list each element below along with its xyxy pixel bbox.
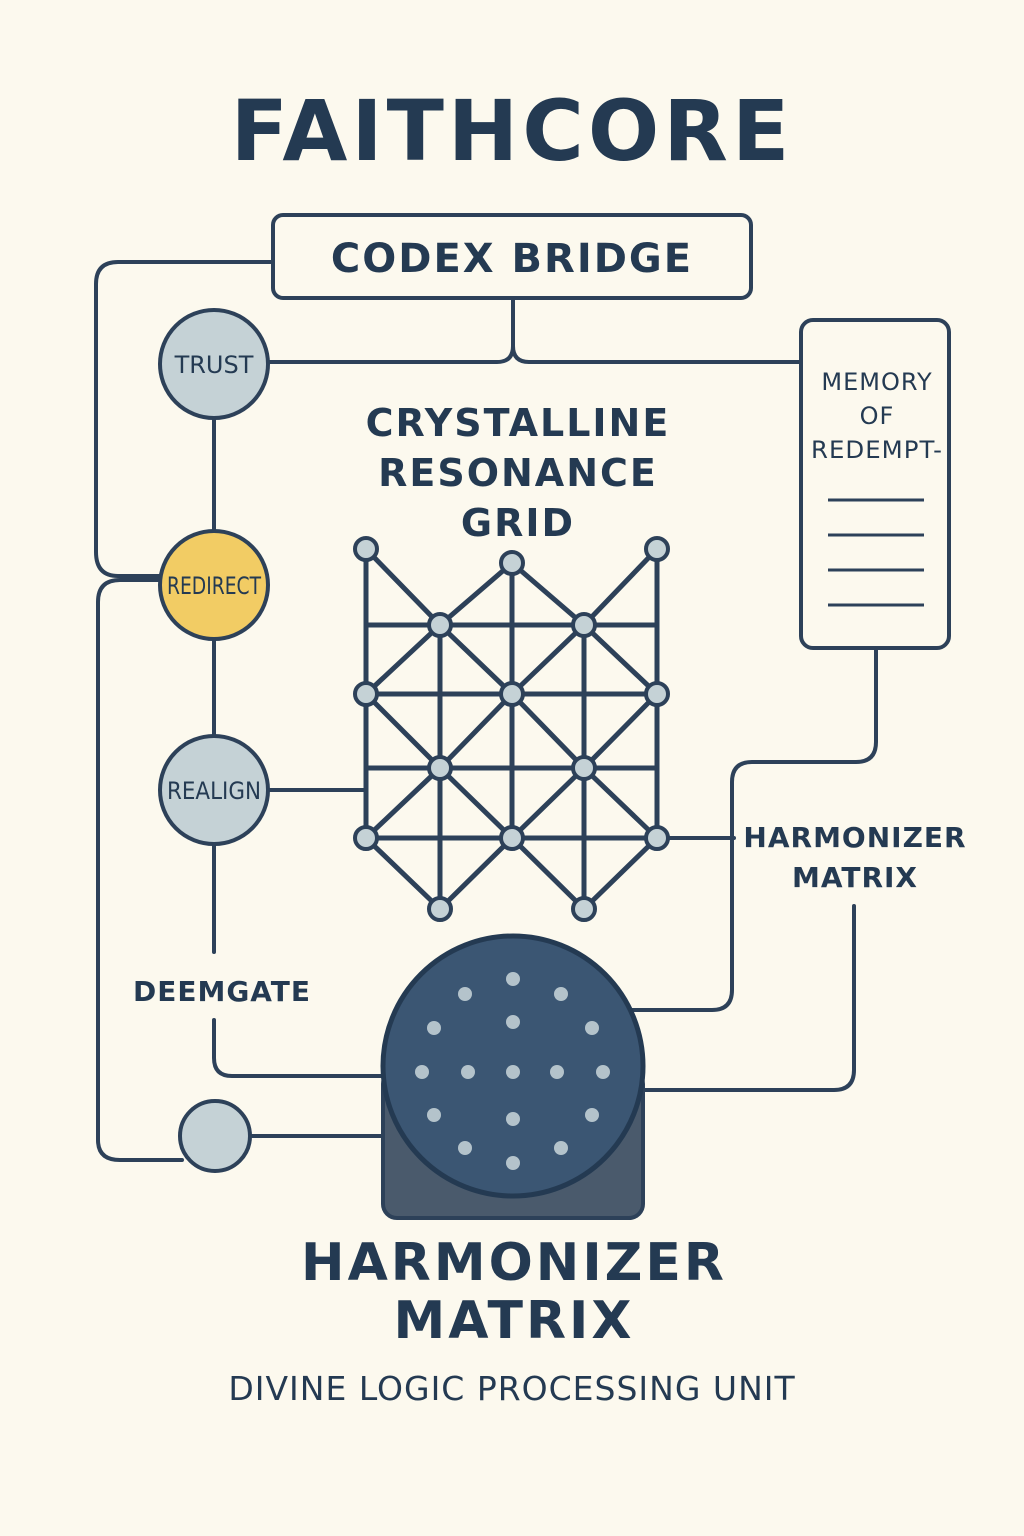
memory-line-1: MEMORY <box>821 368 932 396</box>
grid-title-line-1: CRYSTALLINE <box>366 401 671 445</box>
wire-bridge-stem <box>266 296 515 364</box>
core-dot-2 <box>554 987 568 1001</box>
core-title-line-1: HARMONIZER <box>301 1233 727 1293</box>
core-dot-10 <box>596 1065 610 1079</box>
lattice-edge-4 <box>581 546 660 628</box>
lattice-edge-35 <box>581 835 660 912</box>
node-realign: REALIGN <box>158 734 270 846</box>
grid-title-line-3: GRID <box>461 501 575 545</box>
node-trust: TRUST <box>158 308 270 420</box>
lattice-edge-22 <box>437 622 515 697</box>
lattice-node-9 <box>571 755 597 781</box>
side-label-line-2: MATRIX <box>792 861 918 894</box>
lattice-node-7 <box>644 681 670 707</box>
harmonizer-core <box>380 933 646 1220</box>
deemgate-label: DEEMGATE <box>133 975 311 1008</box>
lattice-edge-28 <box>363 622 443 697</box>
side-label-line-1: HARMONIZER <box>743 821 966 854</box>
core-dot-3 <box>427 1021 441 1035</box>
lattice-node-6 <box>499 681 525 707</box>
lattice-node-0 <box>353 536 379 562</box>
connector-wires <box>94 260 878 1162</box>
lattice-node-5 <box>353 681 379 707</box>
lattice-node-11 <box>499 825 525 851</box>
core-dot-15 <box>554 1141 568 1155</box>
core-dot-4 <box>506 1015 520 1029</box>
memory-line-2: OF <box>860 402 895 430</box>
page-title: FAITHCORE <box>231 82 794 180</box>
lattice-edge-34 <box>509 835 587 912</box>
wire-bridge-to-left-bus <box>94 260 275 578</box>
lattice-edge-32 <box>363 835 443 912</box>
lattice-edge-33 <box>437 835 515 912</box>
lattice-edge-23 <box>509 691 587 771</box>
lattice-edge-26 <box>437 691 515 771</box>
codex-bridge-label: CODEX BRIDGE <box>331 236 693 282</box>
memory-panel: MEMORY OF REDEMPT- <box>799 318 951 650</box>
lattice-edge-0 <box>363 546 443 628</box>
wire-redirect-to-port <box>96 578 184 1162</box>
core-subtitle: DIVINE LOGIC PROCESSING UNIT <box>228 1369 795 1408</box>
wire-deemgate-to-core <box>212 1018 386 1078</box>
wire-side-label-to-core <box>640 904 856 1092</box>
core-dot-8 <box>506 1065 520 1079</box>
grid-title-line-2: RESONANCE <box>378 451 658 495</box>
core-dot-6 <box>415 1065 429 1079</box>
lattice-edge-3 <box>509 560 587 628</box>
core-dot-0 <box>506 972 520 986</box>
core-dot-5 <box>585 1021 599 1035</box>
lattice-edge-31 <box>581 691 660 771</box>
core-dot-13 <box>585 1108 599 1122</box>
core-dot-16 <box>506 1156 520 1170</box>
lattice-node-10 <box>353 825 379 851</box>
lattice-edge-25 <box>509 622 587 697</box>
lattice-node-2 <box>644 536 670 562</box>
memory-line-3: REDEMPT- <box>811 436 943 464</box>
core-dot-11 <box>427 1108 441 1122</box>
lattice-node-13 <box>427 896 453 922</box>
core-dot-array <box>415 972 610 1170</box>
codex-bridge-box: CODEX BRIDGE <box>271 213 753 300</box>
core-dot-12 <box>506 1112 520 1126</box>
wire-bridge-to-memory <box>511 344 803 364</box>
wire-memory-to-core <box>630 646 878 1012</box>
lattice-edge-2 <box>437 560 515 628</box>
crystalline-lattice <box>353 536 670 922</box>
core-dot-1 <box>458 987 472 1001</box>
port-node <box>178 1099 252 1173</box>
lattice-edge-29 <box>363 691 443 771</box>
lattice-edge-30 <box>581 622 660 697</box>
lattice-edge-36 <box>437 765 515 841</box>
lattice-edge-37 <box>509 765 587 841</box>
lattice-edge-24 <box>581 765 660 841</box>
lattice-node-14 <box>571 896 597 922</box>
lattice-node-3 <box>427 612 453 638</box>
node-redirect: REDIRECT <box>158 529 270 641</box>
core-dot-14 <box>458 1141 472 1155</box>
node-redirect-label: REDIRECT <box>167 572 261 600</box>
core-dot-7 <box>461 1065 475 1079</box>
lattice-node-1 <box>499 550 525 576</box>
lattice-node-8 <box>427 755 453 781</box>
lattice-edge-27 <box>363 765 443 841</box>
core-title-line-2: MATRIX <box>394 1291 635 1351</box>
core-dot-9 <box>550 1065 564 1079</box>
node-trust-label: TRUST <box>174 351 254 379</box>
lattice-node-4 <box>571 612 597 638</box>
node-realign-label: REALIGN <box>167 777 261 805</box>
lattice-node-12 <box>644 825 670 851</box>
